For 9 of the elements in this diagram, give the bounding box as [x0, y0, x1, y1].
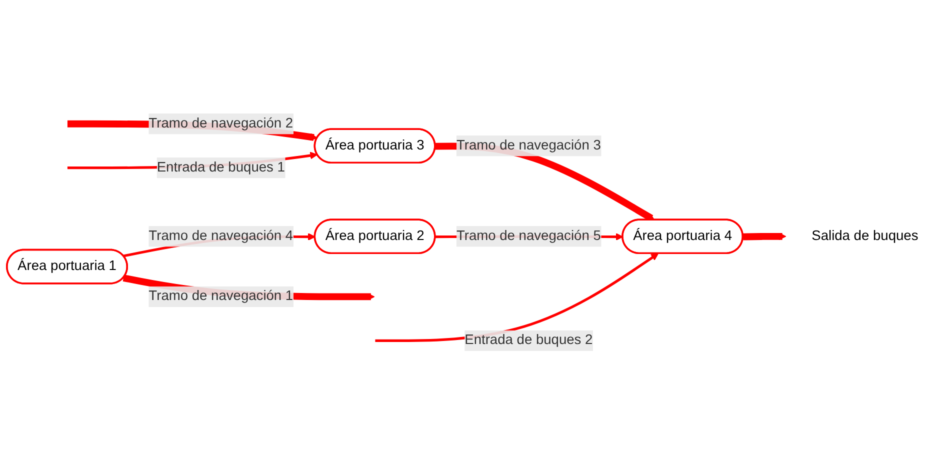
edge-label: Tramo de navegación 4	[148, 228, 294, 244]
edge-label: Tramo de navegación 3	[456, 138, 601, 153]
edge-label: Entrada de buques 1	[156, 160, 285, 175]
edge-label: Tramo de navegación 2	[148, 116, 294, 131]
node-text: Salida de buques	[812, 228, 918, 244]
edge-label: Entrada de buques 2	[464, 332, 593, 348]
edge-label: Tramo de navegación 1	[148, 288, 294, 304]
edge-label: Tramo de navegación 5	[456, 228, 601, 244]
arrow	[743, 232, 786, 240]
